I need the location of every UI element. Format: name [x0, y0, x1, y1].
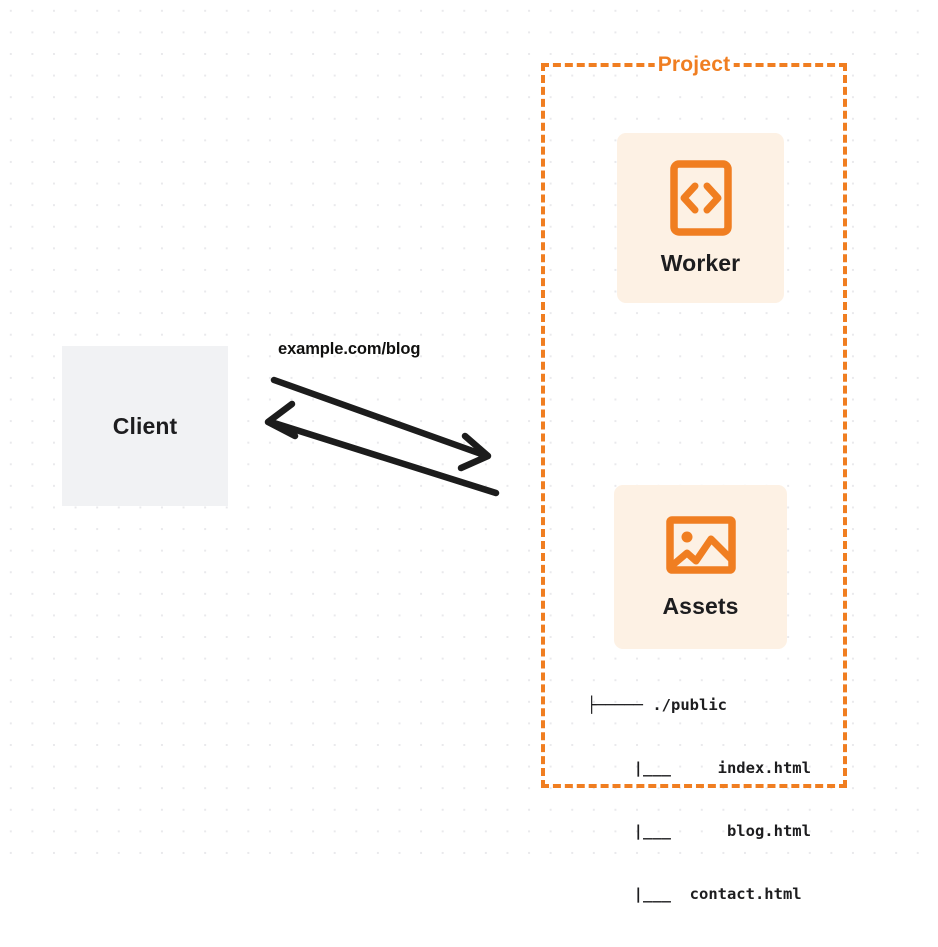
response-arrow [264, 400, 500, 497]
file-tree-row: ├───── ./public [587, 696, 727, 714]
client-node-label: Client [112, 412, 178, 439]
assets-node-label: Assets [662, 592, 739, 619]
worker-node-label: Worker [660, 249, 741, 276]
project-label: Project [654, 53, 734, 77]
code-brackets-icon [669, 159, 732, 236]
diagram-canvas: Client example.com/blog Project [0, 0, 938, 903]
worker-node[interactable]: Worker [617, 133, 784, 303]
client-node[interactable]: Client [62, 346, 228, 506]
image-icon [665, 515, 736, 575]
request-arrow [270, 376, 492, 472]
project-container[interactable]: Project Worker Assets [541, 53, 847, 903]
file-tree-row: |___ contact.html [587, 885, 802, 903]
assets-node[interactable]: Assets [614, 485, 787, 649]
connector-url-label: example.com/blog [278, 340, 421, 358]
file-tree-row: |___ blog.html [587, 822, 811, 840]
connector-arrows [264, 376, 500, 497]
assets-file-tree: ├───── ./public |___ index.html |___ blo… [587, 653, 811, 947]
file-tree-row: |___ index.html [587, 759, 811, 777]
